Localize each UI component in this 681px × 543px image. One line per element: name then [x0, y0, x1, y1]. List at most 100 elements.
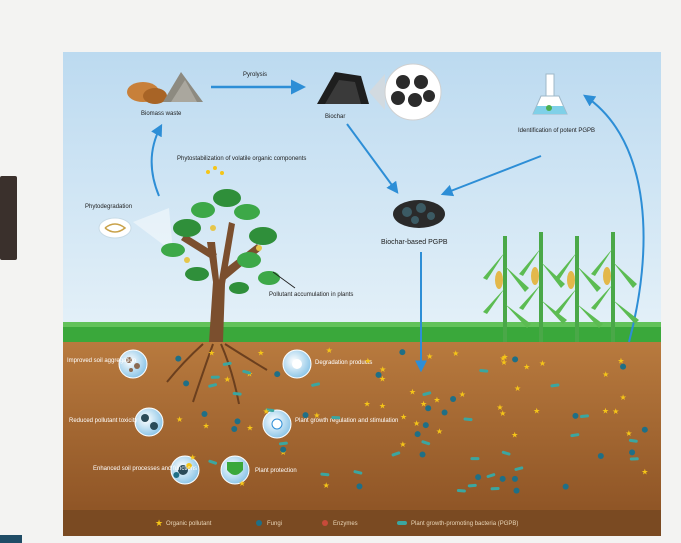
pgpb-rod [320, 472, 330, 477]
pgpb-rod [278, 441, 288, 446]
pgpb-rod [463, 417, 473, 422]
biochar-based-pgpb-label: Biochar-based PGPB [381, 239, 448, 246]
fungi-dot [499, 475, 506, 482]
pgpb-rod [422, 391, 432, 397]
biochar-pgpb-diagram: Biomass waste Pyrolysis Biochar Identifi… [63, 52, 661, 536]
fungi-dot [414, 431, 421, 438]
video-frame-corner [0, 535, 22, 543]
enhanced-soil-label: Enhanced soil processes and functions [93, 466, 197, 472]
pgpb-rod [479, 368, 489, 373]
pollutant-star-icon: ★ [433, 395, 440, 404]
pgpb-rod [628, 438, 638, 443]
pgpb-rod [570, 433, 580, 438]
pgpb-rod [580, 414, 590, 419]
pollutant-star-icon: ★ [500, 358, 507, 367]
pollutant-star-icon: ★ [326, 346, 333, 355]
pollutant-star-icon: ★ [459, 390, 466, 399]
fungi-dot [173, 472, 180, 479]
volatile-compounds [206, 166, 224, 175]
fungi-dot [620, 363, 627, 370]
legend-star-icon: ★ [155, 518, 163, 528]
pollutant-accumulation-label: Pollutant accumulation in plants [269, 292, 353, 298]
plant-protection-label: Plant protection [255, 468, 297, 474]
fungi-dot [375, 371, 382, 378]
fungi-dot [422, 422, 429, 429]
pollutant-star-icon: ★ [452, 349, 459, 358]
degradation-products-bubble [282, 349, 312, 379]
pgpb-rod [353, 470, 363, 475]
biochar-based-pgpb-icon [393, 200, 445, 228]
pollutant-star-icon: ★ [224, 375, 231, 384]
fungi-dot [629, 449, 636, 456]
pyrolysis-label: Pyrolysis [243, 72, 267, 78]
legend-label-organic-pollutant: Organic pollutant [166, 521, 212, 527]
fungi-dot [572, 412, 579, 419]
pgpb-rod [514, 466, 524, 471]
fungi-dot [183, 380, 190, 387]
pollutant-star-icon: ★ [379, 401, 386, 410]
fungi-dot [175, 355, 182, 362]
corn-plant [591, 232, 639, 342]
fungi-dot [231, 426, 238, 433]
plant-protection-bubble [220, 455, 250, 485]
fungi-dot [597, 453, 604, 460]
pollutant-star-icon: ★ [379, 365, 386, 374]
legend-bar [63, 510, 661, 536]
plant-growth-label: Plant growth regulation and stimulation [295, 418, 398, 424]
pollutant-star-icon: ★ [409, 388, 416, 397]
fungi-dot [641, 426, 648, 433]
corn-plant [555, 236, 603, 342]
pollutant-star-icon: ★ [364, 356, 371, 365]
phytostabilization-label: Phytostabilization of volatile organic c… [177, 156, 306, 162]
fungi-dot [513, 487, 520, 494]
pollutant-star-icon: ★ [364, 399, 371, 408]
pollutant-star-icon: ★ [436, 427, 443, 436]
pollutant-star-icon: ★ [539, 359, 546, 368]
pollutant-star-icon: ★ [323, 481, 330, 490]
pollutant-star-icon: ★ [420, 400, 427, 409]
pgpb-rod [490, 486, 500, 491]
pollutant-star-icon: ★ [239, 479, 246, 488]
biochar-magnified-icon [369, 63, 442, 121]
pgpb-rod [311, 382, 320, 387]
pollutant-star-icon: ★ [617, 357, 624, 366]
legend-label-pgpb: Plant growth-promoting bacteria (PGPB) [411, 521, 518, 527]
corn-plant [483, 236, 531, 342]
pgpb-rod [629, 457, 639, 461]
improved-soil-bubble [118, 349, 148, 379]
plant-to-biomass-arrow [150, 123, 163, 197]
legend-label-enzymes: Enzymes [333, 521, 358, 527]
pollutant-star-icon: ★ [379, 374, 386, 383]
pollutant-star-icon: ★ [257, 348, 264, 357]
fungi-dot [280, 446, 287, 453]
pgpb-rod [550, 383, 560, 388]
diagram-canvas: Biomass waste Pyrolysis Biochar Identifi… [63, 52, 661, 536]
fungi-dot [425, 405, 432, 412]
pollutant-star-icon: ★ [533, 407, 540, 416]
degradation-products-label: Degradation products [315, 360, 372, 366]
fungi-dot [399, 349, 406, 356]
pgpb-rod [486, 473, 496, 479]
corn-field [483, 232, 639, 342]
pollutant-star-icon: ★ [602, 370, 609, 379]
fungi-dot [356, 483, 363, 490]
phytodegradation-icon [98, 208, 173, 252]
pollutant-star-icon: ★ [313, 411, 320, 420]
pgpb-rod [331, 415, 341, 420]
reduced-pollutant-bubble [134, 407, 164, 437]
fungi-dot [450, 395, 457, 402]
pollutant-star-icon: ★ [511, 430, 518, 439]
biochar-to-pgpb-arrow [346, 123, 399, 194]
pgpb-rod [265, 408, 275, 413]
pgpb-rod [501, 450, 511, 456]
pollutant-star-icon: ★ [496, 403, 503, 412]
legend-pgpb-icon [397, 521, 407, 525]
pgpb-rod [232, 391, 242, 396]
flask-icon [532, 73, 568, 115]
identification-label: Identification of potent PGPB [518, 128, 595, 134]
improved-soil-label: Improved soil aggregation [67, 358, 136, 364]
reduced-pollutant-label: Reduced pollutant toxicity [69, 418, 137, 424]
biomass-waste-icon [127, 72, 203, 104]
pgpb-rod [242, 369, 252, 375]
fungi-dot [302, 412, 309, 419]
